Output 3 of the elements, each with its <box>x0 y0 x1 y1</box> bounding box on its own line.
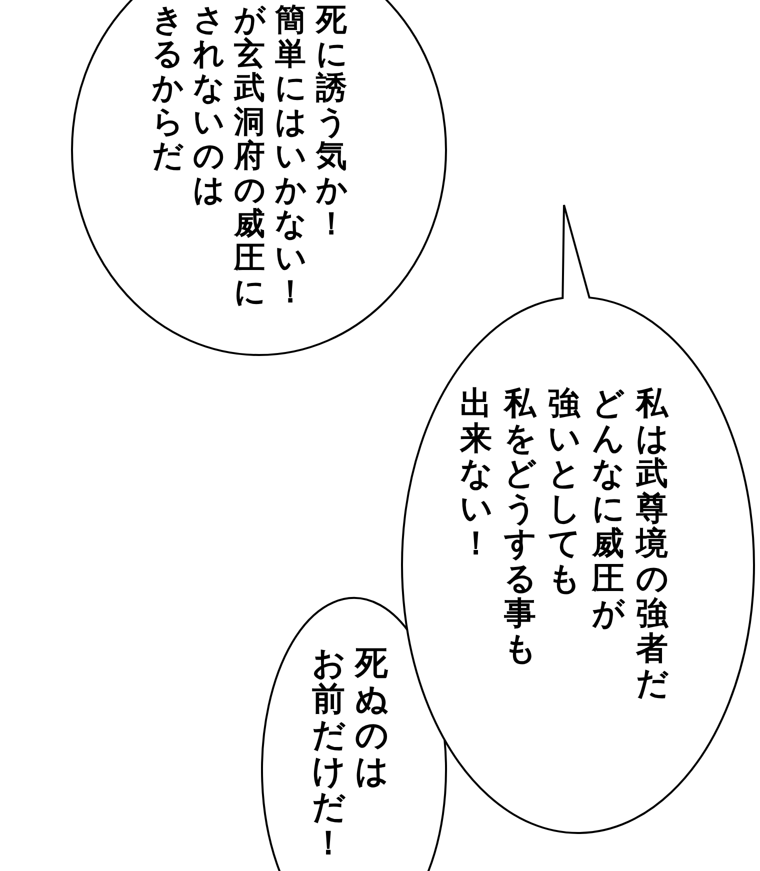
bubble-text: 死ぬのはお前だけだ！ <box>312 645 388 861</box>
bubble-text: 私は武尊境の強者だどんなに威圧が強いとしても私をどうする事も出来ない！ <box>460 386 668 701</box>
bubble-text: 死に誘う気か！簡単にはいかない！が玄武洞府の威圧にされないのはきるからだ <box>152 3 347 309</box>
